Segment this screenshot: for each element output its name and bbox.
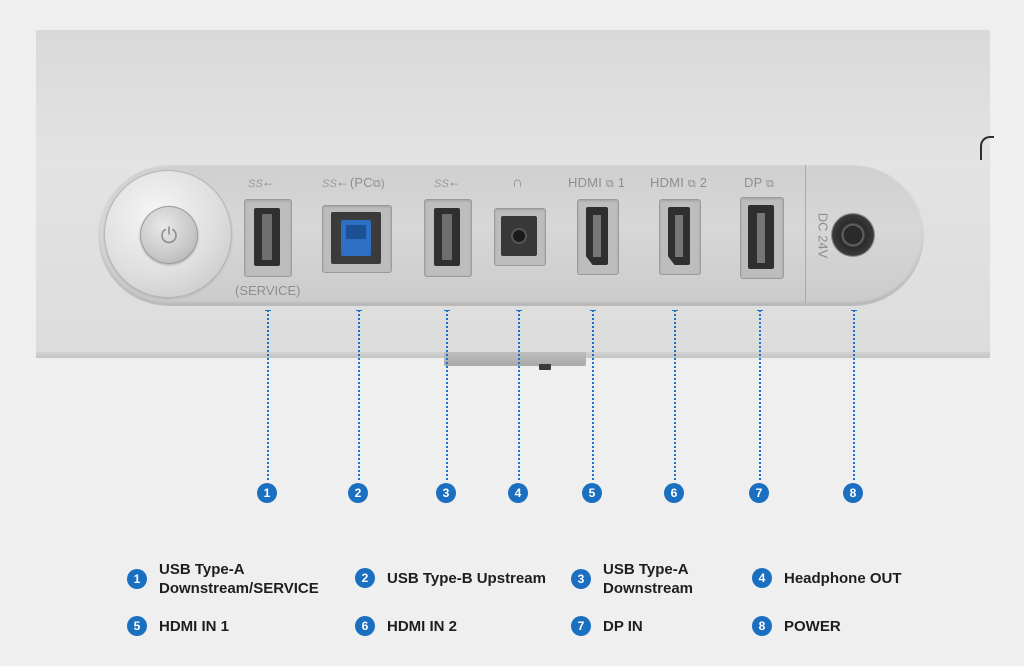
callout-badge-7: 7 (749, 483, 769, 503)
leader-line-6 (674, 310, 676, 480)
legend-text: DP IN (603, 617, 643, 635)
port-2-label: SS⭠ (PC⧉) (322, 175, 385, 190)
legend-text: USB Type-B Upstream (387, 569, 546, 587)
callout-badge-8: 8 (843, 483, 863, 503)
legend-badge: 1 (127, 569, 147, 589)
legend-item-4: 4 Headphone OUT (752, 568, 902, 588)
leader-line-2 (358, 310, 360, 480)
legend-text: HDMI IN 1 (159, 617, 230, 635)
leader-line-8 (853, 310, 855, 480)
port-2-text: (PC (349, 175, 373, 190)
port-1-label: SS⭠ (248, 175, 272, 191)
callout-badge-6: 6 (664, 483, 684, 503)
legend-item-1: 1 USB Type-A Downstream/SERVICE (127, 560, 319, 598)
port-5-label: HDMI ⧉ 1 (568, 175, 626, 190)
port-1-usb-a (244, 199, 292, 277)
port-6-label: HDMI ⧉ 2 (650, 175, 708, 190)
legend-badge: 7 (571, 616, 591, 636)
legend-text: Headphone OUT (784, 569, 902, 587)
legend-text: USB Type-A Downstream/SERVICE (159, 561, 319, 597)
callout-badge-5: 5 (582, 483, 602, 503)
leader-line-1 (267, 310, 269, 480)
legend-badge: 5 (127, 616, 147, 636)
legend-text: USB Type-A Downstream (603, 561, 694, 597)
legend-badge: 6 (355, 616, 375, 636)
legend-badge: 4 (752, 568, 772, 588)
leader-line-5 (592, 310, 594, 480)
strip-divider (805, 165, 806, 303)
legend-item-3: 3 USB Type-A Downstream (571, 560, 693, 598)
callout-badge-3: 3 (436, 483, 456, 503)
dp-icon: ⧉ (766, 178, 775, 190)
port-7-displayport (740, 197, 784, 279)
legend-item-7: 7 DP IN (571, 616, 643, 636)
legend-item-8: 8 POWER (752, 616, 841, 636)
callout-badge-4: 4 (508, 483, 528, 503)
hdmi-arc-icon: ⧉ (687, 178, 696, 190)
usb-superspeed-icon: SS (248, 178, 264, 190)
hdmi-arc-icon: ⧉ (605, 178, 614, 190)
legend-badge: 3 (571, 569, 591, 589)
port-7-label: DP ⧉ (744, 175, 775, 190)
legend-item-2: 2 USB Type-B Upstream (355, 568, 546, 588)
usb-trident-icon: ⭠ (263, 178, 273, 190)
port-8-label: DC 24V (815, 212, 831, 259)
headphone-icon: ∩ (512, 174, 523, 191)
port-1-sub-label: (SERVICE) (235, 283, 301, 298)
power-icon (161, 226, 177, 244)
legend-text: HDMI IN 2 (387, 617, 458, 635)
port-5-hdmi (577, 199, 619, 275)
callout-badge-1: 1 (257, 483, 277, 503)
legend-badge: 2 (355, 568, 375, 588)
power-button[interactable] (140, 206, 198, 264)
usb-superspeed-icon: SS (434, 178, 450, 190)
port-8-dc-jack (832, 214, 874, 256)
legend-text: POWER (784, 617, 841, 635)
leader-line-3 (446, 310, 448, 480)
usb-superspeed-icon: SS (322, 178, 338, 190)
legend-item-6: 6 HDMI IN 2 (355, 616, 457, 636)
leader-line-7 (759, 310, 761, 480)
stand-bracket (444, 352, 586, 366)
callout-badge-2: 2 (348, 483, 368, 503)
port-2-usb-b (322, 205, 392, 273)
input-mark-icon: ⧉) (372, 178, 385, 190)
legend-badge: 8 (752, 616, 772, 636)
port-4-headphone (494, 208, 546, 266)
port-3-label: SS⭠ (434, 178, 459, 190)
legend-item-5: 5 HDMI IN 1 (127, 616, 229, 636)
leader-line-4 (518, 310, 520, 480)
bracket-tab (539, 364, 551, 370)
port-3-usb-a (424, 199, 472, 277)
side-notch (980, 136, 994, 160)
port-6-hdmi (659, 199, 701, 275)
